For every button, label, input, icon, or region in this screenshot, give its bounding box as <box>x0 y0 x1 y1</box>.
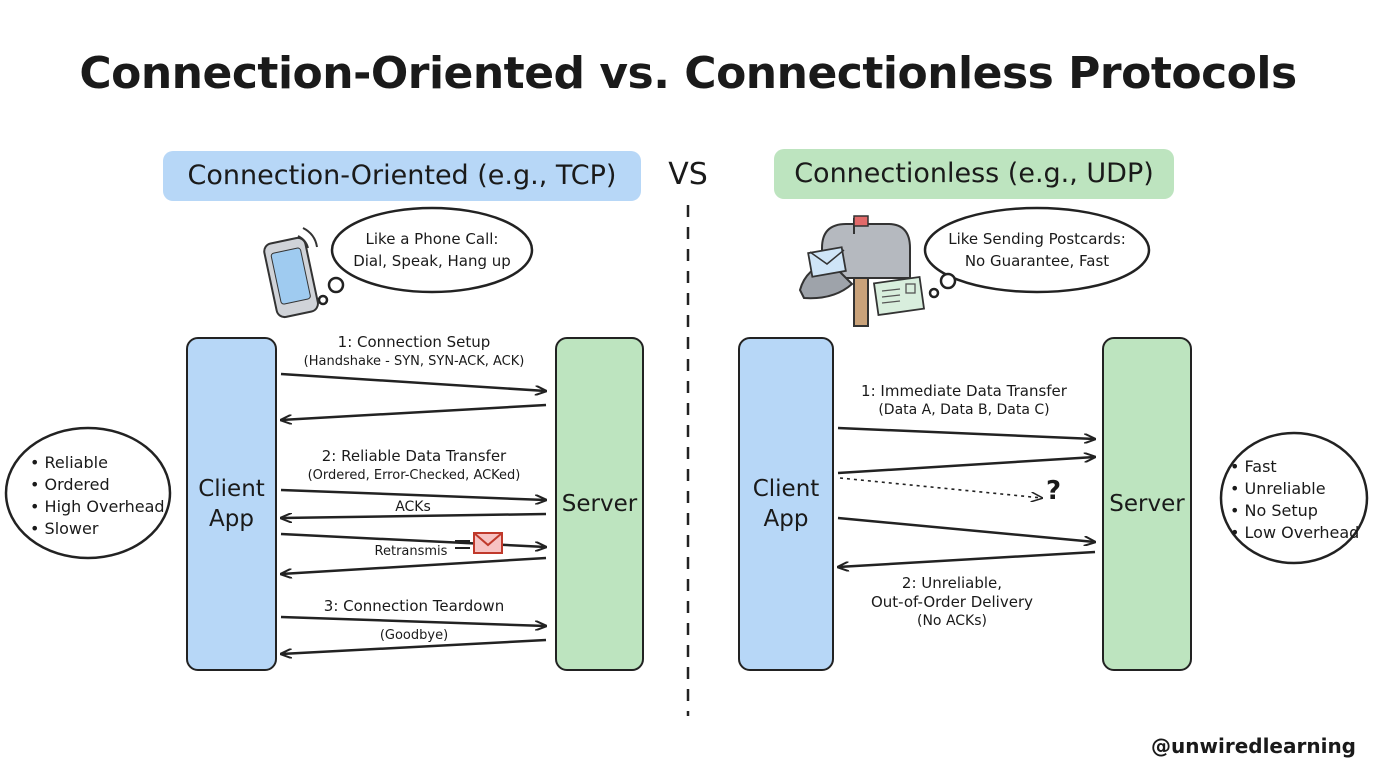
page-title: Connection-Oriented vs. Connectionless P… <box>79 48 1297 99</box>
udp-analogy-text: Like Sending Postcards: No Guarantee, Fa… <box>930 228 1144 272</box>
tcp-server: Server <box>555 337 644 671</box>
postcard-icon <box>872 275 926 317</box>
udp-step2-detail: Out-of-Order Delivery <box>870 593 1033 611</box>
envelope-icon <box>455 532 503 554</box>
udp-data-arrow-b <box>837 457 1095 475</box>
tcp-analogy-text: Like a Phone Call: Dial, Speak, Hang up <box>342 228 522 272</box>
udp-trait-nosetup: No Setup <box>1230 500 1366 522</box>
tcp-heading: Connection-Oriented (e.g., TCP) <box>163 151 641 201</box>
tcp-finack-arrow <box>281 638 547 654</box>
udp-client-app: Client App <box>738 337 834 671</box>
tcp-step1-detail: (Handshake - SYN, SYN-ACK, ACK) <box>303 354 525 369</box>
tcp-trait-slower: Slower <box>30 518 170 540</box>
tcp-step1-label: 1: Connection Setup (Handshake - SYN, SY… <box>283 333 545 371</box>
udp-trait-unreliable: Unreliable <box>1230 478 1366 500</box>
udp-step2-title: 2: Unreliable, <box>901 574 1003 592</box>
tcp-analogy-line1: Like a Phone Call: <box>365 230 499 248</box>
tcp-step2-title: 2: Reliable Data Transfer <box>321 447 507 465</box>
tcp-client-label-2: App <box>209 506 254 532</box>
udp-data-arrow-a <box>837 426 1095 439</box>
author-handle: @unwiredlearning <box>1151 734 1356 758</box>
udp-analogy-cloud <box>923 206 1151 299</box>
tcp-ack-arrow-1 <box>281 512 547 518</box>
udp-traits-list: Fast Unreliable No Setup Low Overhead <box>1230 456 1366 544</box>
tcp-trait-overhead: High Overhead <box>30 496 170 518</box>
tcp-fin-arrow <box>280 615 546 626</box>
udp-step2-note: (No ACKs) <box>917 613 987 629</box>
tcp-trait-ordered: Ordered <box>30 474 170 496</box>
tcp-acks-label: ACKs <box>395 499 431 515</box>
udp-analogy-line1: Like Sending Postcards: <box>948 230 1126 248</box>
udp-step2-label: 2: Unreliable, Out-of-Order Delivery (No… <box>840 574 1064 631</box>
tcp-traits-list: Reliable Ordered High Overhead Slower <box>30 452 170 540</box>
udp-trait-lowoverhead: Low Overhead <box>1230 522 1366 544</box>
tcp-client-label-1: Client <box>198 476 265 502</box>
mailbox-icon <box>798 215 911 327</box>
udp-step1-title: 1: Immediate Data Transfer <box>861 382 1067 400</box>
udp-step1-label: 1: Immediate Data Transfer (Data A, Data… <box>836 382 1092 420</box>
tcp-analogy-cloud <box>317 206 534 306</box>
tcp-step3-detail: (Goodbye) <box>379 628 449 643</box>
udp-lost-arrow <box>839 477 1042 498</box>
udp-heading: Connectionless (e.g., UDP) <box>774 149 1174 199</box>
vs-label: VS <box>668 157 708 192</box>
lost-packet-question-mark: ? <box>1046 476 1062 506</box>
udp-client-label-2: App <box>763 506 809 532</box>
udp-analogy-line2: No Guarantee, Fast <box>964 252 1110 270</box>
udp-server: Server <box>1102 337 1192 671</box>
udp-step1-detail: (Data A, Data B, Data C) <box>878 402 1050 418</box>
tcp-trait-reliable: Reliable <box>30 452 170 474</box>
udp-client-label-1: Client <box>752 476 820 502</box>
tcp-client-app: Client App <box>186 337 277 671</box>
tcp-step2-label: 2: Reliable Data Transfer (Ordered, Erro… <box>283 447 545 485</box>
tcp-syn-arrow <box>280 372 546 391</box>
tcp-step3-title: 3: Connection Teardown <box>323 597 505 615</box>
tcp-ack-arrow-2 <box>281 556 547 574</box>
tcp-synack-arrow <box>281 403 547 420</box>
udp-return-arrow <box>838 550 1096 567</box>
tcp-analogy-line2: Dial, Speak, Hang up <box>353 252 511 270</box>
tcp-step2-detail: (Ordered, Error-Checked, ACKed) <box>307 468 521 483</box>
tcp-data-arrow-1 <box>280 488 546 500</box>
tcp-retransmis-label: Retransmis <box>374 544 448 559</box>
tcp-step1-title: 1: Connection Setup <box>337 333 491 351</box>
udp-arrows <box>837 426 1096 567</box>
udp-trait-fast: Fast <box>1230 456 1366 478</box>
smartphone-icon <box>263 227 319 319</box>
udp-server-label: Server <box>1109 491 1185 517</box>
tcp-server-label: Server <box>561 491 638 517</box>
udp-data-arrow-c <box>837 516 1095 542</box>
